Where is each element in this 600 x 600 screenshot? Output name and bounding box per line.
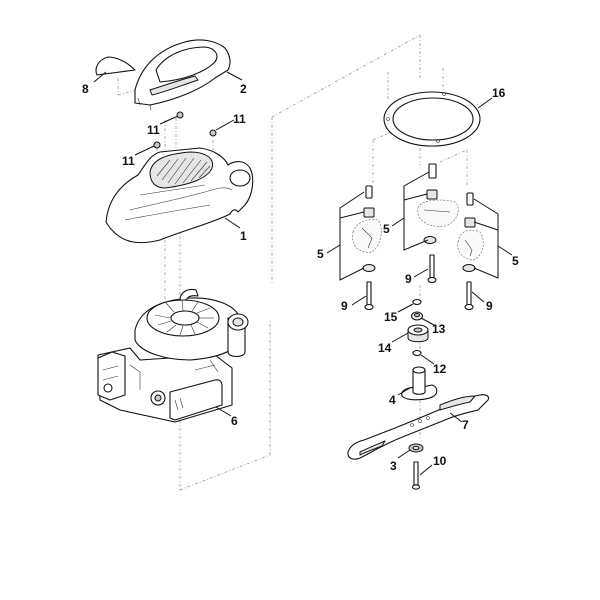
part-14-bearing[interactable]	[407, 324, 429, 343]
callout-16[interactable]: 16	[492, 86, 506, 100]
part-9-bolts[interactable]	[364, 254, 474, 311]
part-16-gasket-ring[interactable]	[383, 91, 481, 147]
part-4-blade-hub[interactable]	[401, 366, 438, 401]
part-3-blade-washer[interactable]	[408, 443, 424, 453]
bolt-center	[427, 254, 437, 284]
callout-3[interactable]: 3	[390, 459, 397, 473]
part-13-spacer-nut[interactable]	[411, 311, 423, 321]
part-12-small-ring[interactable]	[412, 349, 422, 357]
part-6-engine[interactable]	[97, 288, 249, 423]
part-11-nuts[interactable]	[153, 111, 217, 149]
callout-13[interactable]: 13	[432, 322, 446, 336]
callout-6[interactable]: 6	[231, 414, 238, 428]
part-1-engine-cover[interactable]	[105, 147, 254, 244]
callout-5-right[interactable]: 5	[512, 254, 519, 268]
callout-8[interactable]: 8	[82, 82, 89, 96]
bolt-right	[464, 281, 474, 311]
part-15-small-ring[interactable]	[412, 298, 422, 306]
callout-2[interactable]: 2	[240, 82, 247, 96]
callout-9-center[interactable]: 9	[405, 272, 412, 286]
part-5-kit-center[interactable]	[403, 163, 459, 251]
callout-5-left[interactable]: 5	[317, 247, 324, 261]
callout-9-left[interactable]: 9	[341, 299, 348, 313]
callout-1[interactable]: 1	[240, 229, 247, 243]
callout-14[interactable]: 14	[378, 341, 392, 355]
callout-11-right[interactable]: 11	[233, 112, 246, 126]
callout-10[interactable]: 10	[433, 454, 447, 468]
callout-7[interactable]: 7	[462, 418, 469, 432]
callout-5-center[interactable]: 5	[383, 222, 390, 236]
callout-11-left[interactable]: 11	[122, 154, 135, 168]
bolt-left	[364, 281, 374, 311]
part-5-kit-left[interactable]	[339, 185, 382, 281]
callout-4[interactable]: 4	[389, 393, 396, 407]
callout-15[interactable]: 15	[384, 310, 398, 324]
part-8-cap-insert[interactable]	[95, 56, 136, 76]
part-2-top-cover[interactable]	[134, 39, 231, 111]
part-5-kit-right[interactable]	[457, 192, 499, 279]
callout-11-center[interactable]: 11	[147, 123, 160, 137]
callout-9-right[interactable]: 9	[486, 299, 493, 313]
callout-12[interactable]: 12	[433, 362, 447, 376]
part-10-blade-bolt[interactable]	[411, 461, 421, 490]
part-7-blade[interactable]	[347, 394, 490, 460]
callouts: 8 2 11 11 11 1 6 16 5 5 5 9 9	[82, 71, 519, 476]
